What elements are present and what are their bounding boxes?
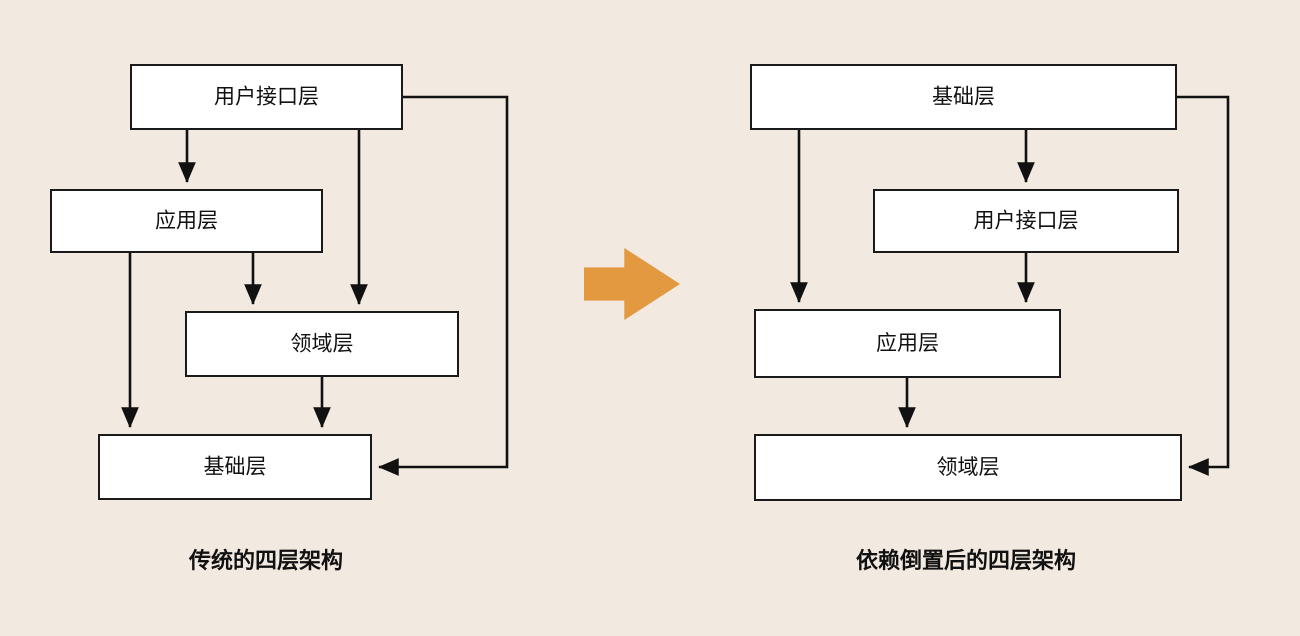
node-application-layer-right[interactable]: 应用层 (754, 309, 1061, 378)
node-box[interactable] (98, 434, 372, 500)
node-label: 用户接口层 (214, 86, 319, 109)
node-box[interactable] (754, 309, 1061, 378)
node-infrastructure-layer-right[interactable]: 基础层 (750, 64, 1177, 130)
right-edges-group (790, 95, 1230, 476)
node-box[interactable] (750, 64, 1177, 130)
node-domain-layer-left[interactable]: 领域层 (185, 311, 459, 377)
node-application-layer-left[interactable]: 应用层 (50, 189, 323, 253)
node-label: 应用层 (155, 210, 218, 233)
node-domain-layer-right[interactable]: 领域层 (754, 434, 1182, 501)
node-label: 基础层 (204, 456, 267, 479)
node-label: 领域层 (291, 333, 354, 356)
node-label: 应用层 (876, 332, 939, 355)
orange-right-arrow-icon (584, 248, 680, 320)
left-diagram-group: 用户接口层 应用层 领域层 基础层 传统的四层架构 (50, 64, 509, 573)
node-user-interface-layer-right[interactable]: 用户接口层 (873, 189, 1179, 253)
node-label: 领域层 (937, 456, 1000, 479)
right-diagram-group: 基础层 用户接口层 应用层 领域层 依赖倒置后的四层架构 (750, 64, 1230, 573)
left-diagram-caption: 传统的四层架构 (188, 548, 343, 573)
node-box[interactable] (754, 434, 1182, 501)
node-box[interactable] (130, 64, 403, 130)
node-user-interface-layer-left[interactable]: 用户接口层 (130, 64, 403, 130)
edge-infra-to-domain-routed (1176, 95, 1230, 476)
node-label: 基础层 (932, 86, 995, 109)
node-box[interactable] (185, 311, 459, 377)
right-diagram-caption: 依赖倒置后的四层架构 (856, 548, 1076, 573)
node-label: 用户接口层 (974, 210, 1079, 233)
node-box[interactable] (50, 189, 323, 253)
node-box[interactable] (873, 189, 1179, 253)
node-infrastructure-layer-left[interactable]: 基础层 (98, 434, 372, 500)
left-edges-group (121, 95, 509, 476)
edge-ui-to-infra-routed (377, 95, 509, 476)
